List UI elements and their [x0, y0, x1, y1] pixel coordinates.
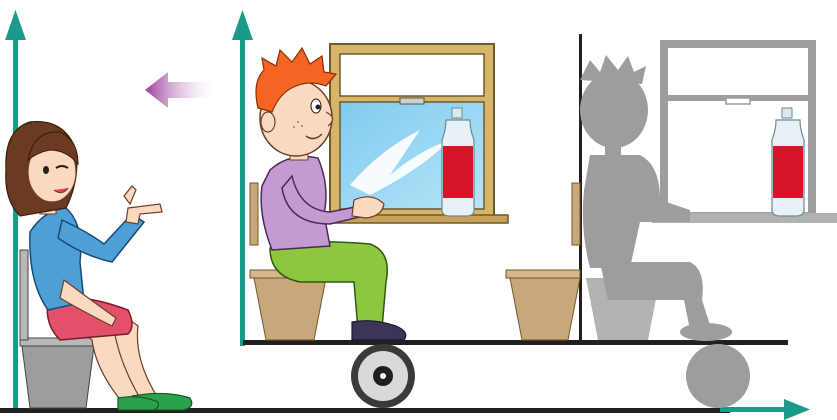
teal-up-arrow-icon — [232, 10, 253, 40]
window — [322, 44, 508, 223]
wheel-ghost — [686, 344, 750, 408]
moving-vertical-axis — [232, 10, 253, 346]
bench — [506, 183, 580, 340]
wheel — [351, 344, 415, 408]
ground-line — [0, 408, 730, 413]
bottle — [772, 108, 804, 216]
teal-up-arrow-icon — [5, 10, 26, 40]
teal-right-arrow-icon — [784, 399, 810, 420]
window-ghost — [652, 44, 837, 223]
purple-left-arrow-icon — [145, 72, 214, 108]
bottle — [442, 108, 474, 216]
observer-girl — [6, 122, 192, 410]
